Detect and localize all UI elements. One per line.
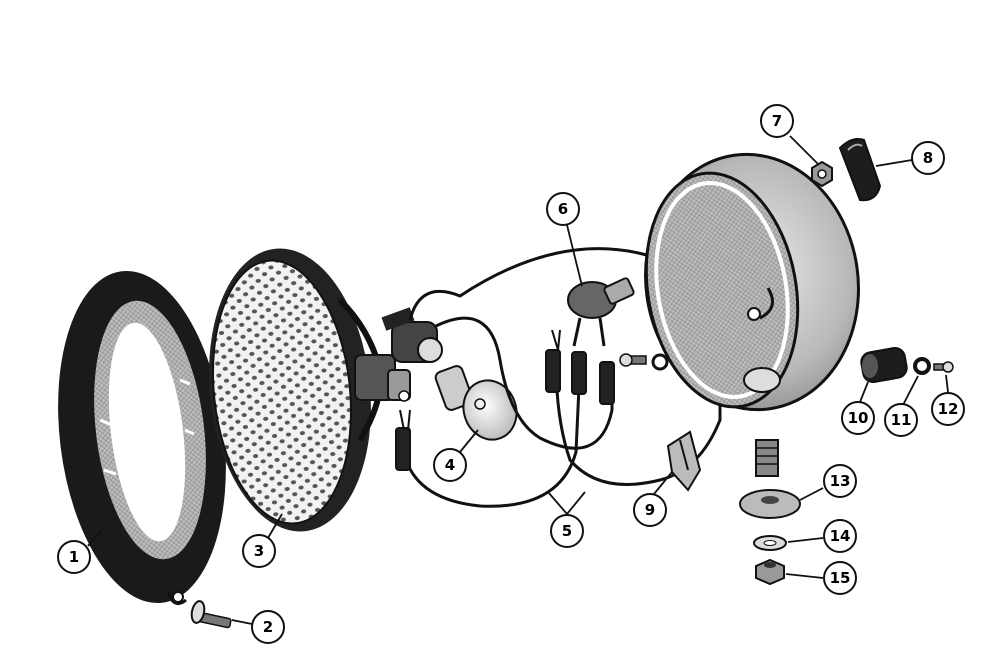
callout-7-label: 7	[772, 112, 782, 130]
sealed-beam-unit	[209, 248, 411, 532]
callout-2: 2	[251, 610, 285, 644]
hex-nut	[755, 558, 785, 586]
callout-8: 8	[911, 141, 945, 175]
callout-13: 13	[823, 464, 857, 498]
socket-connector	[381, 307, 443, 363]
rim-screw	[190, 600, 232, 629]
callout-11: 11	[884, 403, 918, 437]
callout-8-label: 8	[923, 149, 933, 167]
callout-9: 9	[633, 493, 667, 527]
callout-12: 12	[931, 392, 965, 426]
split-washer	[753, 535, 787, 551]
callout-4-label: 4	[445, 456, 455, 474]
small-screw	[933, 361, 954, 373]
headlamp-housing	[644, 152, 860, 477]
lever-knob	[838, 138, 882, 202]
light-switch	[567, 277, 635, 347]
callout-14: 14	[823, 519, 857, 553]
callout-7: 7	[760, 104, 794, 138]
wire-terminals	[395, 329, 615, 471]
cap-nut	[860, 346, 908, 384]
callout-15-label: 15	[830, 569, 851, 587]
callout-11-label: 11	[891, 411, 912, 429]
callout-12-label: 12	[938, 400, 959, 418]
callout-6: 6	[546, 192, 580, 226]
callout-2-label: 2	[263, 618, 273, 636]
callout-15: 15	[823, 561, 857, 595]
callout-5: 5	[550, 514, 584, 548]
leader-lines	[87, 135, 949, 625]
callout-4: 4	[433, 448, 467, 482]
callout-6-label: 6	[558, 200, 568, 218]
callout-3: 3	[242, 534, 276, 568]
callouts: 1 2 3 4 5 6 7 8	[57, 104, 965, 644]
wire-clip	[666, 430, 702, 492]
flat-washer	[739, 489, 801, 519]
callout-9-label: 9	[645, 501, 655, 519]
callout-10: 10	[841, 401, 875, 435]
housing-screw	[619, 353, 669, 371]
top-nut	[811, 160, 833, 188]
outer-rim	[58, 270, 226, 606]
callout-3-label: 3	[254, 542, 264, 560]
callout-5-label: 5	[562, 522, 572, 540]
callout-14-label: 14	[830, 527, 851, 545]
callout-1-label: 1	[69, 548, 79, 566]
callout-13-label: 13	[830, 472, 851, 490]
callout-10-label: 10	[848, 409, 869, 427]
callout-1: 1	[57, 540, 91, 574]
lock-washer	[913, 357, 931, 375]
bulb	[434, 365, 518, 441]
